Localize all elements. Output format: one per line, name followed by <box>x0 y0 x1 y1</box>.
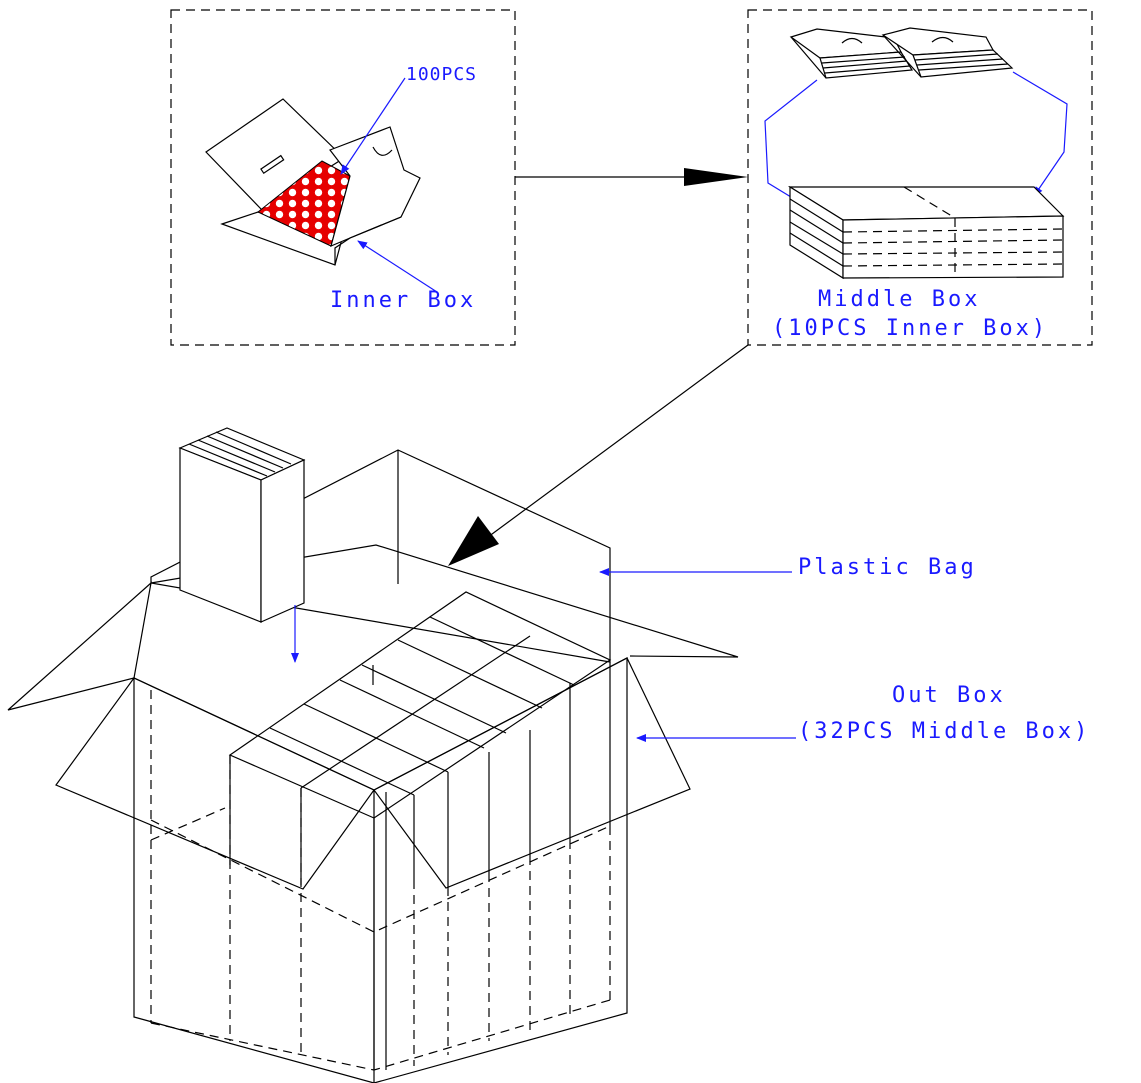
plastic-bag-outline <box>150 449 611 663</box>
middle-box-panel: Middle Box (10PCS Inner Box) <box>747 9 1093 346</box>
inner-box-drawing <box>205 98 421 266</box>
plastic-bag-label: Plastic Bag <box>798 555 977 580</box>
middle-box-label: Middle Box <box>818 287 980 312</box>
inner-box-panel: 100PCS Inner Box <box>170 9 516 346</box>
middle-box-grid <box>228 591 612 1070</box>
pcs-count-label: 100PCS <box>406 64 477 85</box>
middle-box-panel-frame <box>747 9 1093 346</box>
middle-to-outbox-arrow <box>448 344 749 566</box>
out-box-front-left-flap <box>55 677 375 890</box>
out-box-left-flap <box>7 581 152 711</box>
out-box-contents-label: (32PCS Middle Box) <box>798 719 1090 744</box>
inner-to-middle-arrow <box>515 168 748 186</box>
out-box-drawing <box>7 449 739 1083</box>
thumb-hole-icon <box>372 146 393 156</box>
inner-box-stacks <box>789 27 1014 79</box>
inner-box-pointer <box>357 240 438 293</box>
middle-box-contents-label: (10PCS Inner Box) <box>772 316 1048 341</box>
middle-box-drawing <box>787 185 1065 280</box>
out-box-body <box>133 657 628 1083</box>
stack-transfer-arrow-right <box>1012 71 1068 197</box>
pcs-count-pointer <box>340 77 406 175</box>
inner-box-slot <box>260 154 285 175</box>
inner-box-side <box>334 216 402 265</box>
out-box-label: Out Box <box>892 683 1006 708</box>
loading-middle-box <box>178 427 306 663</box>
inner-box-label: Inner Box <box>330 288 476 313</box>
